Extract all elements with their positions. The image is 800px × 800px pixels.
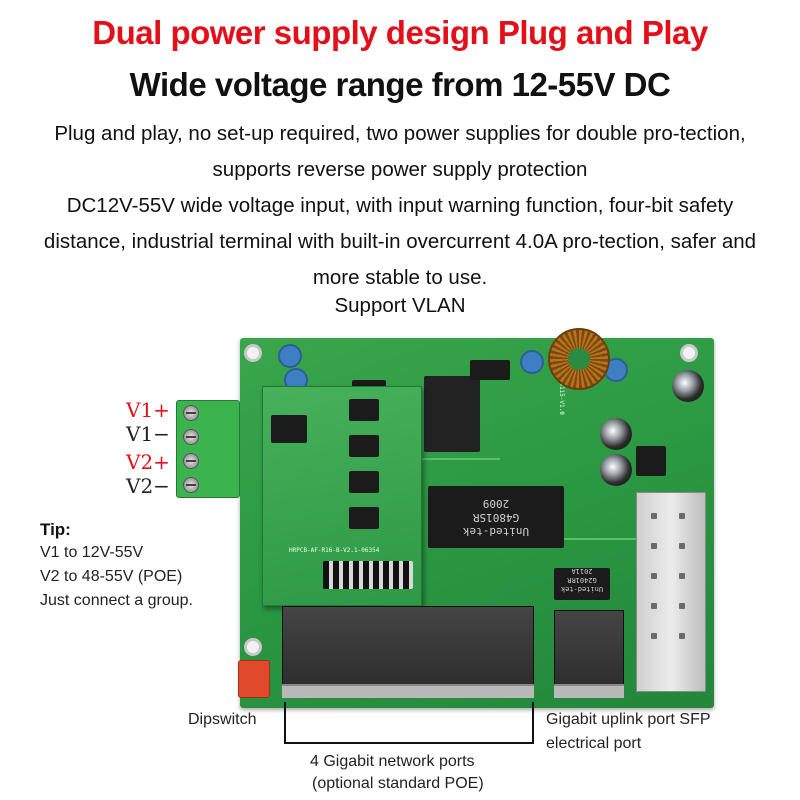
transformer-chip-label: United-tek G4801SR 2009 [462, 497, 530, 538]
terminal-label-v2-plus: V2+ [126, 450, 170, 474]
rj45-port-block[interactable] [282, 606, 534, 698]
power-terminal-block[interactable] [176, 400, 240, 498]
terminal-screw [183, 453, 199, 469]
headline-black: Wide voltage range from 12-55V DC [129, 66, 671, 103]
ic-small [470, 360, 510, 380]
terminal-label-v2-minus: V2− [126, 474, 170, 498]
uplink-transformer-chip [554, 568, 610, 600]
mount-hole [244, 638, 262, 656]
power-inductor [636, 446, 666, 476]
terminal-screw [183, 477, 199, 493]
uplink-transformer-label: United-tek G2401RR 2011A [560, 567, 604, 593]
ports-bracket-left [284, 702, 286, 744]
ports-label-line-2: (optional standard POE) [312, 775, 484, 792]
mount-hole [680, 344, 698, 362]
poe-daughter-board: HRPCB-AF-R16-B-V2.1-06354 [262, 386, 422, 606]
rj45-uplink-port[interactable] [554, 610, 624, 698]
capacitor-blue [278, 344, 302, 368]
terminal-screw [183, 429, 199, 445]
electrolytic-capacitor [600, 418, 632, 450]
mount-hole [244, 344, 262, 362]
terminal-label-v1-plus: V1+ [126, 398, 170, 422]
tip-title: Tip: [40, 520, 71, 539]
description-paragraph-2: DC12V-55V wide voltage input, with input… [43, 194, 757, 289]
uplink-label-line-1: Gigabit uplink port SFP [546, 711, 711, 728]
tip-line: Just connect a group. [40, 592, 193, 609]
tip-line: V1 to 12V-55V [40, 544, 144, 561]
vlan-support-text: Support VLAN [334, 294, 466, 317]
ports-bracket-right [532, 702, 534, 744]
ports-label-line-1: 4 Gigabit network ports [310, 753, 475, 770]
sfp-cage[interactable] [636, 492, 706, 692]
electrolytic-capacitor [600, 454, 632, 486]
dip-switch[interactable] [238, 660, 270, 698]
toroid-inductor [548, 328, 610, 390]
rj45-uplink-front [554, 684, 624, 698]
description-paragraph-1: Plug and play, no set-up required, two p… [54, 122, 746, 181]
transformer-chip [428, 486, 564, 548]
rj45-port-front [282, 684, 534, 698]
uplink-label-line-2: electrical port [546, 735, 642, 752]
dipswitch-label: Dipswitch [188, 711, 257, 728]
headline-red: Dual power supply design Plug and Play [92, 14, 708, 51]
terminal-screw [183, 405, 199, 421]
terminal-label-v1-minus: V1− [126, 422, 170, 446]
capacitor-blue [520, 350, 544, 374]
electrolytic-capacitor [672, 370, 704, 402]
ports-bracket-bottom [284, 742, 534, 744]
controller-chip [424, 376, 480, 452]
tip-line: V2 to 48-55V (POE) [40, 568, 183, 585]
